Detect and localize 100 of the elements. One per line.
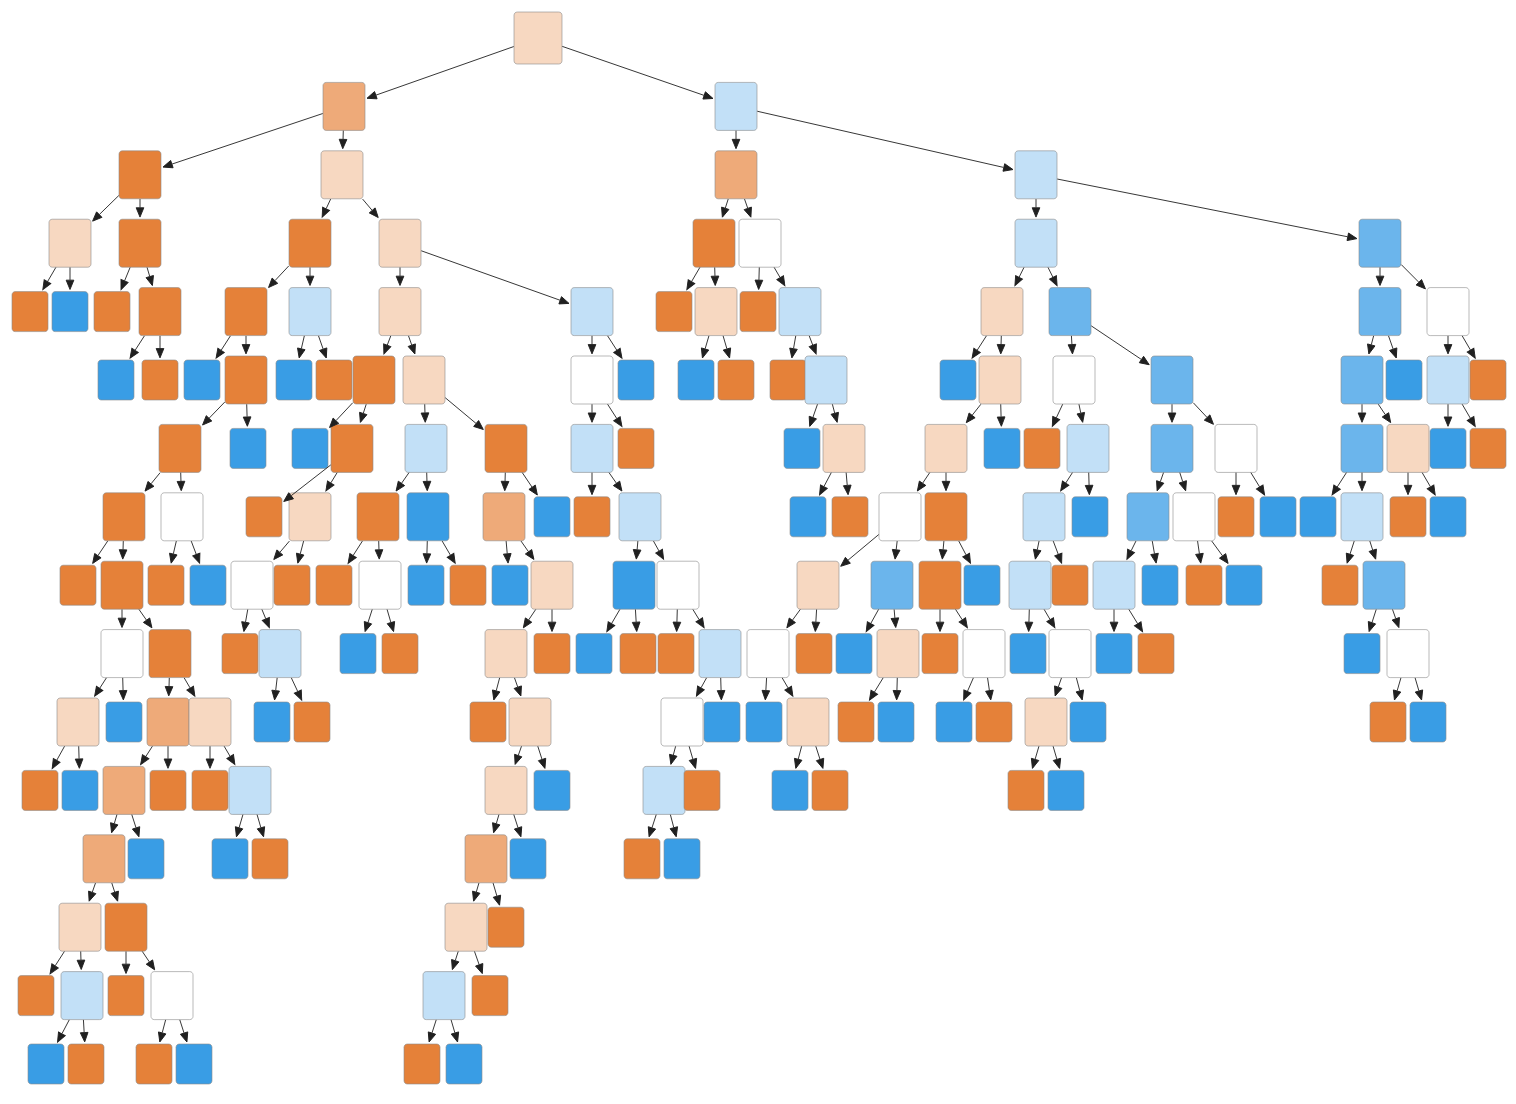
tree-node-box [21,770,59,811]
tree-node-box [1185,564,1223,606]
arrow [587,403,597,423]
arrow [1014,267,1025,287]
tree-node-box [771,770,809,811]
tree-node-box [1386,629,1430,678]
arrow [935,609,945,632]
tree-node-box [58,902,102,952]
tree-node-box [1014,150,1058,200]
arrow [537,745,547,769]
tree-node-box [1409,701,1447,743]
tree-node-box [939,359,977,401]
arrow [996,335,1006,355]
arrow [672,609,682,632]
tree-node-box [698,629,742,678]
tree-node-box [482,492,526,542]
arrow [830,403,839,423]
tree-node-box [962,629,1006,678]
tree-node-box [1386,424,1430,473]
tree-node-box [1362,560,1406,610]
tree-node-box [275,359,313,401]
arrow [502,540,512,564]
arrow [808,403,818,427]
arrow [268,265,290,288]
arrow [607,335,623,359]
arrow [261,609,270,629]
arrow [92,195,120,222]
tree-node-box [877,701,915,743]
tree-node-box [107,975,145,1016]
arrow [721,198,730,218]
arrow [256,814,266,838]
arrow [241,609,250,632]
arrow [472,882,481,902]
arrow [1150,540,1159,564]
arrow [1331,472,1347,496]
tree-node-box [320,150,364,200]
arrow [522,609,537,629]
tree-node-box [484,629,528,678]
arrow [94,677,107,697]
tree-node-box [795,633,833,674]
arrow [155,335,165,359]
tree-node-box [245,496,283,538]
arrow [1388,335,1398,359]
arrow [321,198,332,218]
arrow [513,677,522,697]
arrow [1357,403,1367,423]
arrow [1421,472,1436,496]
tree-node-box [403,1043,441,1085]
tree-node-box [533,633,571,674]
arrow [223,745,236,765]
tree-node-box [444,902,488,952]
tree-node-box [677,359,715,401]
tree-node-box [104,902,148,952]
tree-node-box [935,701,973,743]
arrow [383,335,392,355]
tree-node-box [978,355,1022,405]
arrow [138,609,153,629]
tree-node-box [1022,492,1066,542]
arrow [1211,540,1229,564]
arrow [234,814,244,838]
arrow [366,46,515,100]
arrow [144,472,161,492]
arrow [892,677,902,701]
arrow [183,677,196,697]
tree-node-box [778,287,822,336]
tree-node-box [464,834,508,884]
arrow [1443,335,1453,355]
tree-node-box [224,355,268,405]
tree-node-box [612,560,656,610]
tree-node-box [1299,496,1337,538]
tree-node-box [273,564,311,606]
arrow [190,540,201,564]
tree-node-box [1426,287,1470,336]
tree-node-box [739,291,777,332]
tree-node-box [100,629,144,678]
tree-node-box [1385,359,1423,401]
arrow [716,677,726,701]
tree-node-box [330,424,374,473]
tree-node-box [1007,770,1045,811]
arrow [731,130,741,150]
arrow [88,882,97,902]
arrow [179,1019,189,1043]
arrow [492,677,501,701]
tree-node-box [1426,355,1470,405]
tree-node-box [1469,359,1507,401]
tree-node-box [146,697,190,747]
tree-node-box [738,218,782,268]
arrow [958,540,971,564]
arrow [647,814,657,838]
arrow [1195,540,1204,564]
arrow [271,677,280,701]
arrow [891,540,901,560]
tree-node-box [617,359,655,401]
arrow [761,677,771,701]
arrow [781,677,794,697]
arrow [608,472,623,492]
arrow [811,609,821,632]
arrow [76,951,86,970]
tree-node-box [356,492,400,542]
arrow [842,472,852,496]
